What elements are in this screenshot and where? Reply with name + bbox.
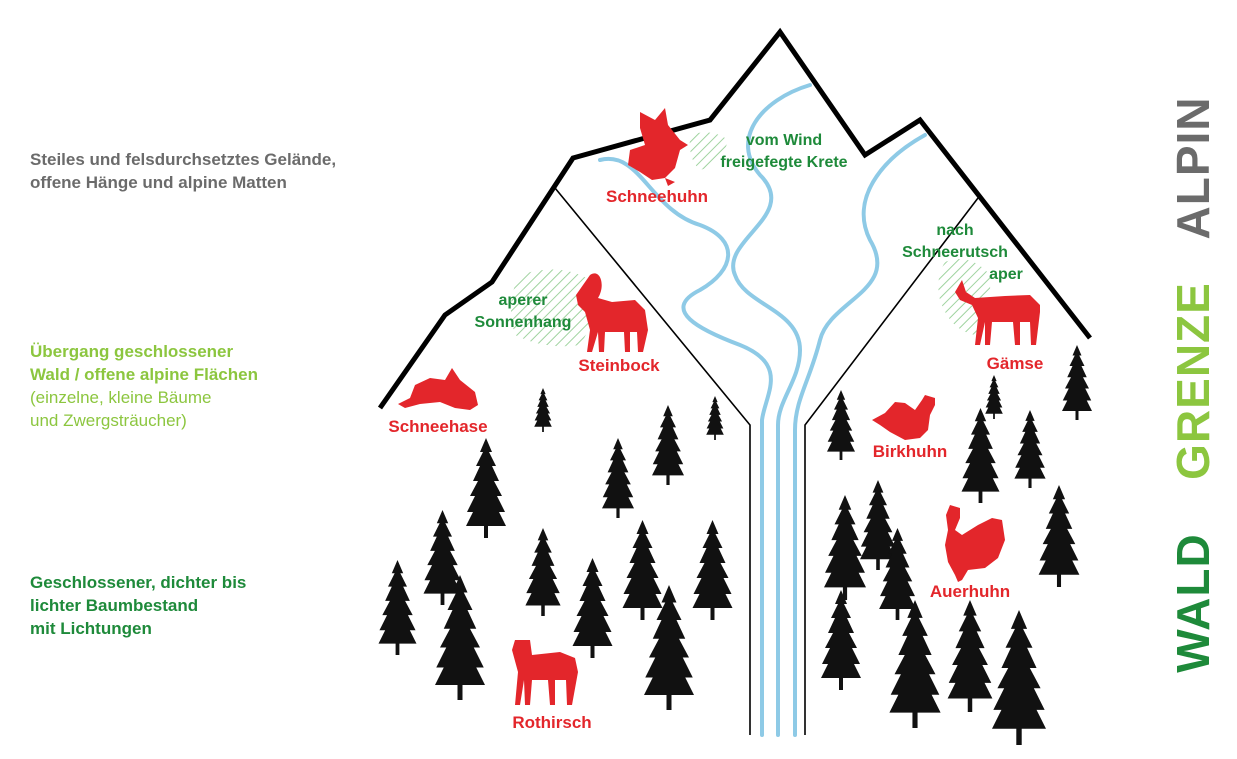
label-steinbock: Steinbock [578,356,660,375]
wind-ridge-hatch [689,132,728,170]
zone-description-transition: Übergang geschlossener Wald / offene alp… [30,340,258,432]
tree [821,590,861,690]
label-gaemse: Gämse [987,354,1044,373]
note-wind-line-1: vom Wind [746,132,822,149]
tree [572,558,613,658]
sunny-slope-hatch [511,269,594,347]
note-snow-line-3: aper [989,266,1023,283]
schneehase-icon [398,368,478,410]
zone-description-forest: Geschlossener, dichter bis lichter Baumb… [30,571,246,640]
label-rothirsch: Rothirsch [512,713,591,732]
zone-transition-line-1: Übergang geschlossener [30,342,234,361]
tree [961,408,1000,503]
tree [1062,345,1092,420]
tree [622,520,663,620]
tree [378,560,417,655]
tree [1038,485,1080,587]
tree [860,480,896,570]
tree [1014,410,1046,488]
zone-description-alpine: Steiles und felsdurchsetztes Gelände, of… [30,148,336,194]
zone-forest-line-1: Geschlossener, dichter bis [30,573,247,592]
zone-forest-line-3: mit Lichtungen [30,619,152,638]
zone-alpine-line-1: Steiles und felsdurchsetztes Gelände, [30,150,337,169]
tree [824,495,866,600]
note-snow-line-2: Schneerutsch [902,244,1008,261]
tree [525,528,561,616]
auerhuhn-icon [945,505,1005,582]
mountain-ridge [377,27,1092,410]
tree [706,396,724,440]
birkhuhn-icon [872,395,935,440]
note-sun-line-2: Sonnenhang [475,314,572,331]
tree [947,600,993,712]
label-birkhuhn: Birkhuhn [873,442,948,461]
zone-forest-line-2: lichter Baumbestand [30,596,199,615]
tree [827,390,855,460]
zone-transition-sub-line-1: (einzelne, kleine Bäume [30,388,212,407]
gaemse-icon [955,280,1040,345]
zone-transition-line-2: Wald / offene alpine Flächen [30,365,258,384]
label-schneehuhn: Schneehuhn [606,187,708,206]
label-auerhuhn: Auerhuhn [930,582,1010,601]
tree [692,520,733,620]
note-sun-line-1: aperer [499,292,548,309]
label-schneehase: Schneehase [388,417,487,436]
rothirsch-icon [505,620,578,705]
tree [534,388,552,432]
note-wind-line-2: freigefegte Krete [720,154,847,171]
schneehuhn-icon [628,108,688,188]
tree [602,438,634,518]
steinbock-icon [576,273,648,352]
tree [992,610,1046,745]
zone-alpine-line-2: offene Hänge und alpine Matten [30,173,287,192]
zone-transition-sub-line-2: und Zwergsträucher) [30,411,187,430]
tree [985,375,1003,419]
river-streams [598,83,927,737]
tree [466,438,506,538]
note-snow-line-1: nach [936,222,973,239]
tree [652,405,684,485]
valley-lines [554,187,979,735]
